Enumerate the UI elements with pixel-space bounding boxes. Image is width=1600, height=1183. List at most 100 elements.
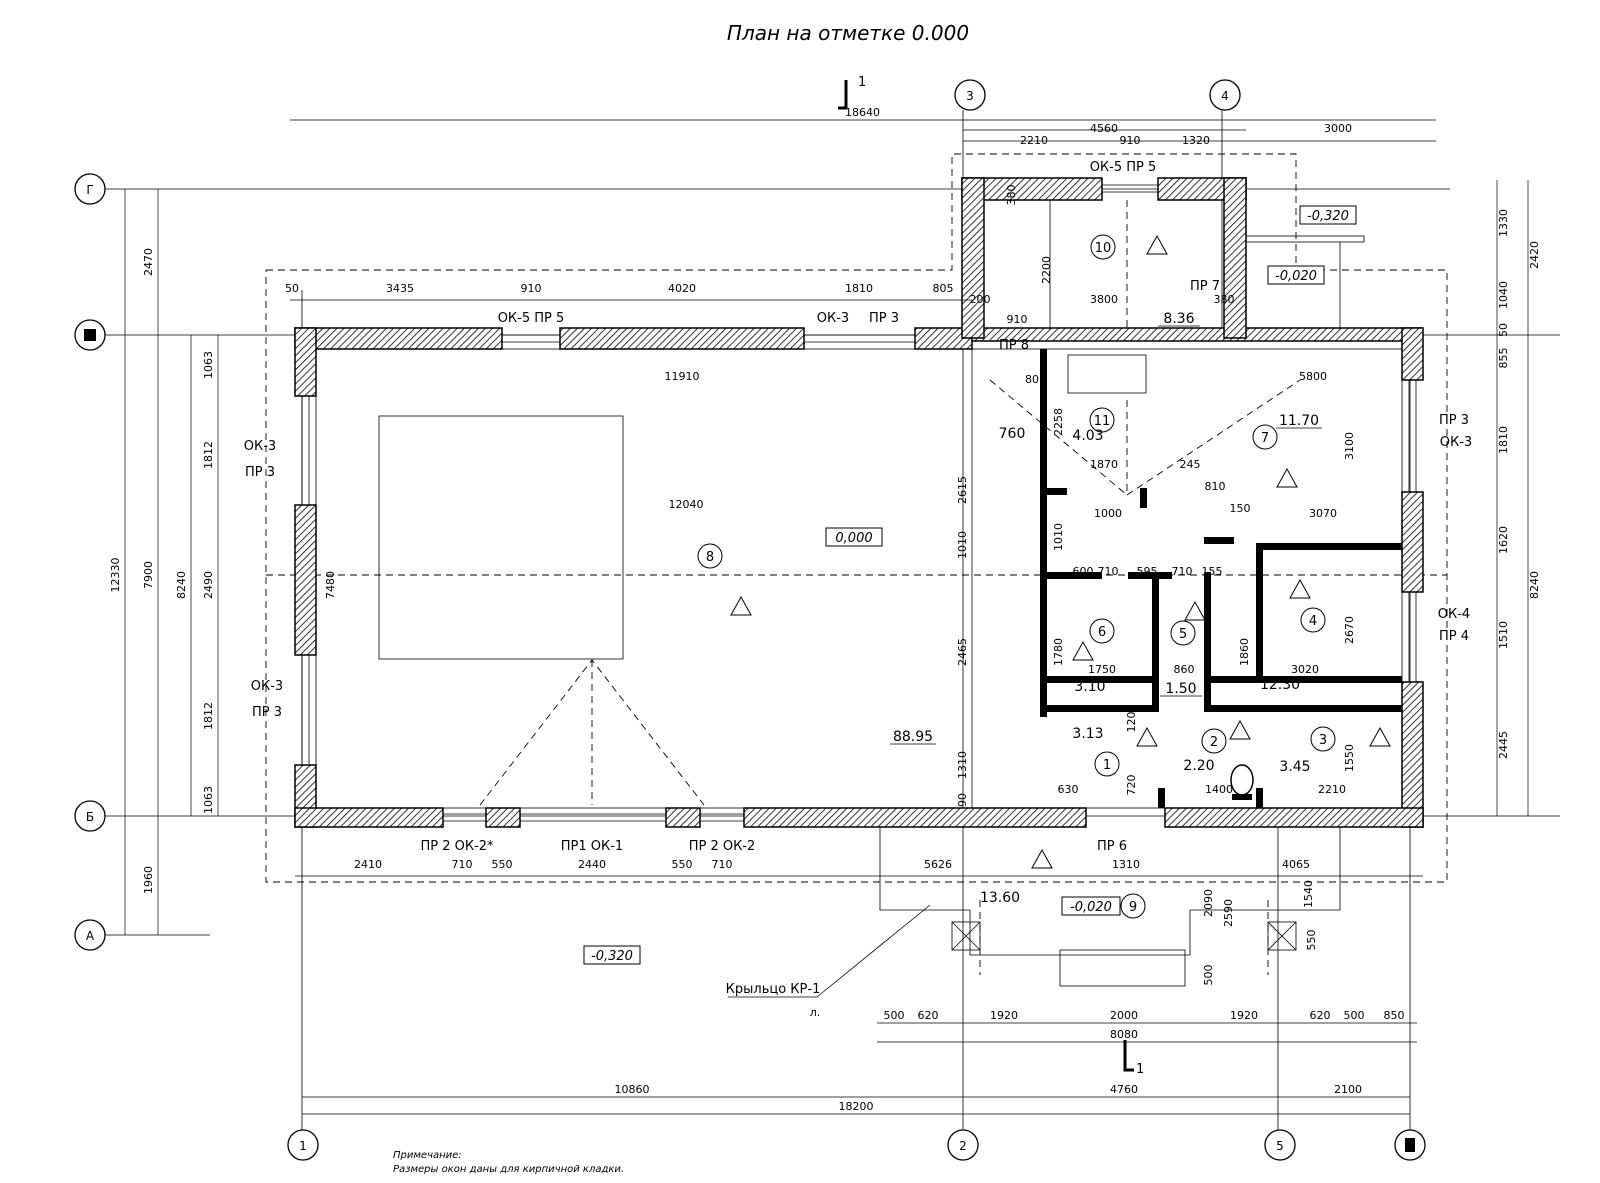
svg-text:ПР 3: ПР 3 [252,705,282,720]
svg-text:1920: 1920 [1230,1009,1258,1022]
svg-text:550: 550 [672,858,693,871]
svg-text:550: 550 [492,858,513,871]
svg-text:3: 3 [1319,733,1327,748]
svg-text:3.13: 3.13 [1072,726,1103,742]
svg-text:710: 710 [712,858,733,871]
svg-text:6: 6 [1098,625,1106,640]
svg-text:2: 2 [959,1139,967,1153]
annex-canopy [1245,235,1365,330]
svg-text:1870: 1870 [1090,458,1118,471]
dimension-values: 50 3435 910 4020 1810 805 200 4560 2210 … [109,122,1541,1113]
svg-text:Крыльцо КР-1: Крыльцо КР-1 [726,982,821,997]
svg-text:ОК-3: ОК-3 [251,679,283,694]
svg-text:2445: 2445 [1497,731,1510,759]
toilet-fixture [1230,764,1254,800]
svg-text:5800: 5800 [1299,370,1327,383]
interior-outline [315,348,1403,809]
svg-text:4020: 4020 [668,282,696,295]
elevation-marks: 0,000 -0,020 -0,320 -0,320 -0,020 [583,205,1357,965]
svg-text:1000: 1000 [1094,507,1122,520]
svg-text:18640: 18640 [845,106,880,119]
svg-text:500: 500 [884,1009,905,1022]
axis-lines [104,110,1560,1130]
svg-text:1310: 1310 [956,751,969,779]
svg-text:2.20: 2.20 [1183,758,1214,774]
svg-text:4: 4 [1221,89,1229,103]
svg-text:9: 9 [1129,900,1137,915]
section-mark-top: 1 18640 [838,75,880,119]
svg-text:11: 11 [1094,414,1111,429]
porch-kr1 [879,827,1341,987]
svg-text:3: 3 [966,89,974,103]
svg-text:1320: 1320 [1182,134,1210,147]
exterior-walls [294,177,1424,828]
axis-bubble-top-3: 3 [954,79,986,111]
svg-text:Б: Б [86,810,94,824]
svg-text:855: 855 [1497,348,1510,369]
svg-text:1510: 1510 [1497,621,1510,649]
svg-text:ОК-3: ОК-3 [1440,435,1472,450]
svg-text:3800: 3800 [1090,293,1118,306]
svg-text:1330: 1330 [1497,209,1510,237]
svg-text:ОК-5 ПР 5: ОК-5 ПР 5 [1090,160,1157,175]
svg-text:1: 1 [1103,758,1111,773]
svg-text:850: 850 [1384,1009,1405,1022]
svg-text:3100: 3100 [1343,432,1356,460]
window-glazing [301,184,1417,822]
svg-text:8240: 8240 [175,571,188,599]
svg-text:ПР 2 ОК-2*: ПР 2 ОК-2* [420,839,494,854]
svg-text:50: 50 [1497,323,1510,337]
furniture-block [378,415,705,806]
dimension-lines [124,119,1529,1115]
svg-text:-0,020: -0,020 [1275,269,1317,284]
svg-text:7480: 7480 [324,571,337,599]
axis-bubble-bottom-2: 2 [947,1129,979,1161]
svg-text:4065: 4065 [1282,858,1310,871]
svg-text:1860: 1860 [1238,638,1251,666]
axis-bubble-left-g: Г [74,173,106,205]
svg-text:550: 550 [1305,930,1318,951]
svg-text:200: 200 [970,293,991,306]
svg-text:ПР 6: ПР 6 [1097,839,1127,854]
svg-text:ПР 3: ПР 3 [869,311,899,326]
svg-text:860: 860 [1174,663,1195,676]
room-number-8: 8 [697,543,723,569]
svg-text:380: 380 [1005,185,1018,206]
svg-text:11.70: 11.70 [1279,413,1319,429]
svg-text:630: 630 [1058,783,1079,796]
svg-text:2410: 2410 [354,858,382,871]
svg-text:5: 5 [1179,627,1187,642]
svg-text:710: 710 [1172,565,1193,578]
svg-text:Размеры окон даны для кирпично: Размеры окон даны для кирпичной кладки. [393,1164,624,1175]
svg-text:50: 50 [285,282,299,295]
svg-text:2670: 2670 [1343,616,1356,644]
room-number-7: 7 [1252,424,1278,450]
svg-text:120: 120 [1125,712,1138,733]
svg-text:5626: 5626 [924,858,952,871]
axis-bubble-bottom-hidden [1394,1129,1426,1161]
svg-text:3020: 3020 [1291,663,1319,676]
svg-text:2258: 2258 [1052,408,1065,436]
room-number-2: 2 [1201,728,1227,754]
svg-text:710: 710 [452,858,473,871]
svg-text:2: 2 [1210,735,1218,750]
svg-text:Г: Г [86,183,93,197]
svg-text:5: 5 [1276,1139,1284,1153]
svg-text:12.30: 12.30 [1260,677,1300,693]
svg-text:620: 620 [918,1009,939,1022]
svg-text:10860: 10860 [615,1083,650,1096]
svg-text:л.: л. [810,1006,821,1019]
svg-text:380: 380 [1214,293,1235,306]
svg-text:ПР1 ОК-1: ПР1 ОК-1 [561,839,623,854]
drawing-note: Примечание: Размеры окон даны для кирпич… [393,1150,624,1175]
svg-text:ОК-3: ОК-3 [244,439,276,454]
svg-text:1812: 1812 [202,702,215,730]
svg-text:-0,020: -0,020 [1070,900,1112,915]
svg-text:8080: 8080 [1110,1028,1138,1041]
roof-outline [265,153,1448,883]
room-areas: 11.70 4.03 8.36 88.95 3.10 1.50 12.30 3.… [890,311,1322,906]
axis-bubble-left-hidden [74,319,106,351]
svg-text:1.50: 1.50 [1165,681,1196,697]
svg-text:500: 500 [1202,965,1215,986]
svg-text:1780: 1780 [1052,638,1065,666]
